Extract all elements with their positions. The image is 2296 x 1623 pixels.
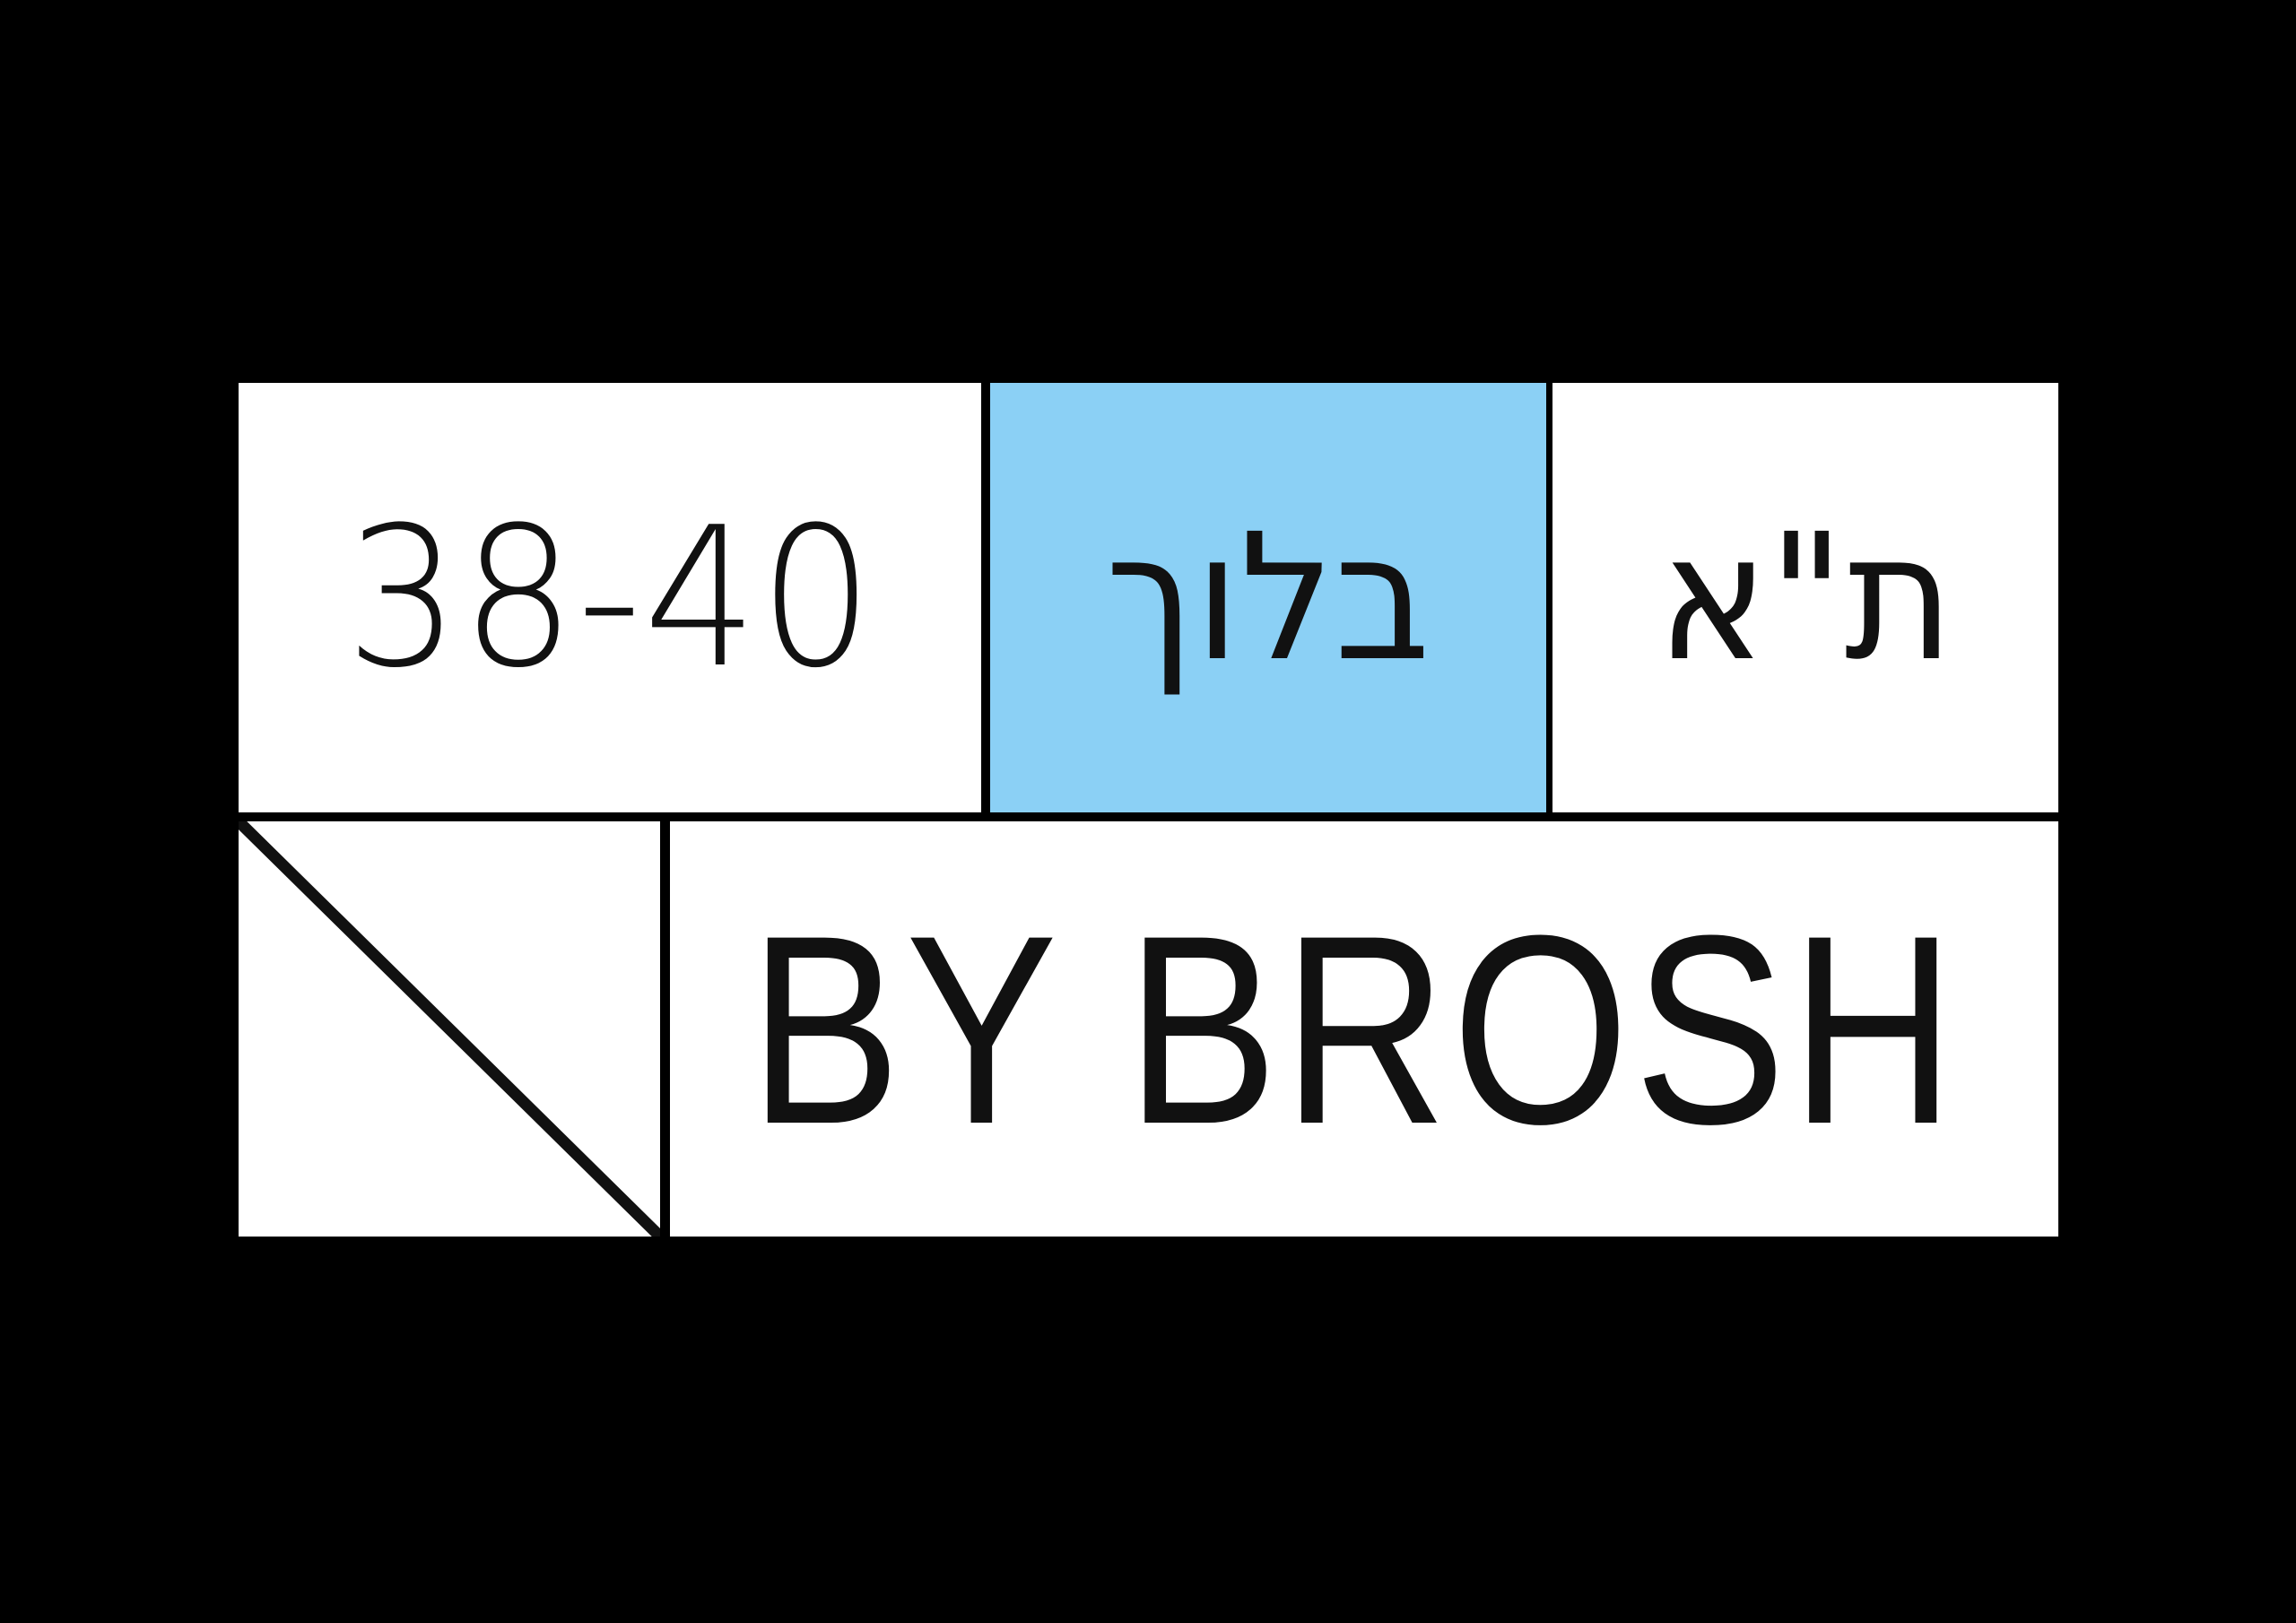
address-number-text: 38-40 [344, 485, 875, 710]
brand-name-text: BY BROSH [749, 878, 1960, 1180]
diagonal-slash-icon [239, 821, 660, 1237]
logo-frame: 38-40 בלוך ת"א BY BROSH [239, 383, 2058, 1237]
address-number-cell: 38-40 [239, 383, 981, 812]
city-abbrev-cell: ת"א [1552, 383, 2058, 812]
diagonal-mark-cell [239, 821, 660, 1237]
street-name-text: בלוך [1105, 496, 1431, 699]
street-name-cell: בלוך [990, 383, 1546, 812]
brand-name-cell: BY BROSH [670, 821, 2058, 1237]
city-abbrev-text: ת"א [1657, 496, 1954, 699]
